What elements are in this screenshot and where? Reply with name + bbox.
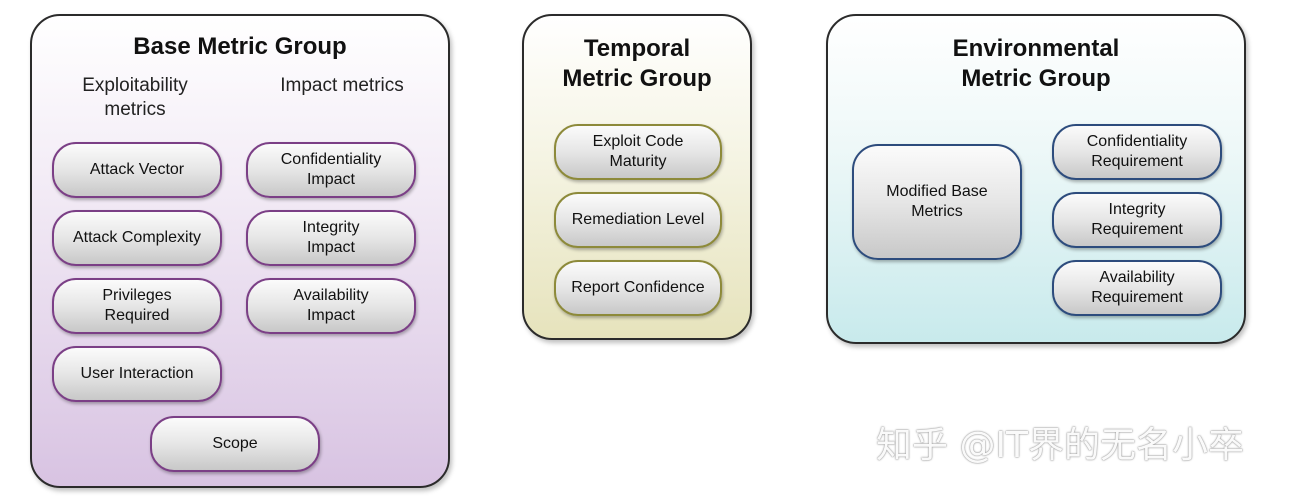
watermark: 知乎 @IT界的无名小卒 xyxy=(876,425,1245,466)
report-confidence-metric: Report Confidence xyxy=(554,260,722,316)
attack-complexity-metric: Attack Complexity xyxy=(52,210,222,266)
environmental-group-title: Environmental Metric Group xyxy=(952,35,1120,92)
environmental-metric-group: Environmental Metric Group Modified Base… xyxy=(826,14,1246,344)
temporal-metric-group: Temporal Metric Group Exploit Code Matur… xyxy=(522,14,752,340)
base-metric-group: Base Metric Group Exploitability metrics… xyxy=(30,14,450,488)
confidentiality-impact-metric: Confidentiality Impact xyxy=(246,142,416,198)
exploitability-heading: Exploitability metrics xyxy=(82,75,188,120)
attack-vector-metric: Attack Vector xyxy=(52,142,222,198)
modified-base-metrics: Modified Base Metrics xyxy=(852,144,1022,260)
integrity-impact-metric: Integrity Impact xyxy=(246,210,416,266)
impact-heading: Impact metrics xyxy=(280,75,404,96)
remediation-level-metric: Remediation Level xyxy=(554,192,722,248)
base-group-title: Base Metric Group xyxy=(133,33,347,60)
privileges-required-metric: Privileges Required xyxy=(52,278,222,334)
scope-metric: Scope xyxy=(150,416,320,472)
availability-requirement-metric: Availability Requirement xyxy=(1052,260,1222,316)
exploit-code-maturity-metric: Exploit Code Maturity xyxy=(554,124,722,180)
confidentiality-requirement-metric: Confidentiality Requirement xyxy=(1052,124,1222,180)
temporal-group-title: Temporal Metric Group xyxy=(562,35,712,92)
integrity-requirement-metric: Integrity Requirement xyxy=(1052,192,1222,248)
availability-impact-metric: Availability Impact xyxy=(246,278,416,334)
user-interaction-metric: User Interaction xyxy=(52,346,222,402)
